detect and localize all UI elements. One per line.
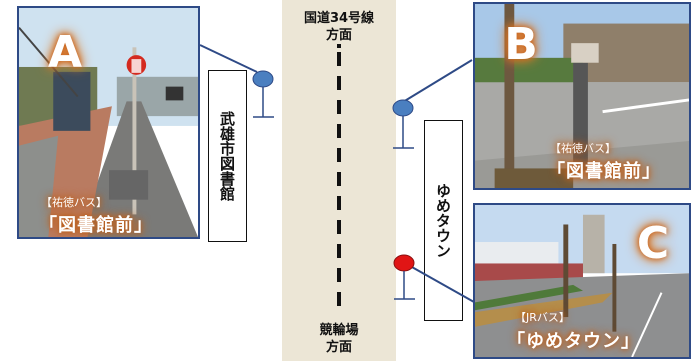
photo-c-scene (475, 205, 689, 357)
bus-stop-b-icon (392, 99, 414, 149)
road-center-line-top (337, 44, 341, 48)
road-center-line (337, 52, 341, 310)
photo-c-stop: 「ゆめタウン」 (507, 331, 640, 352)
south-direction-label: 競輪場 方面 (319, 323, 359, 355)
letter-a: A (47, 27, 83, 78)
bus-stop-c-icon (393, 254, 415, 300)
leader-line-a (199, 44, 258, 73)
photo-a-stop: 「図書館前」 (39, 215, 153, 236)
bus-stop-a-icon (252, 70, 274, 118)
photo-a-operator: 【祐徳バス】 (41, 196, 107, 209)
photo-b-scene (475, 4, 689, 188)
photo-a-scene (19, 8, 198, 237)
photo-b-operator: 【祐徳バス】 (550, 142, 616, 155)
yume-town-label: ゆめタウン (424, 120, 463, 321)
letter-b: B (504, 19, 538, 70)
letter-c: C (636, 218, 670, 269)
leader-line-b (402, 59, 473, 103)
library-label: 武雄市図書館 (208, 70, 247, 242)
north-direction-label: 国道34号線 方面 (303, 11, 375, 43)
photo-c-operator: 【JRバス】 (515, 311, 570, 324)
photo-b: B 【祐徳バス】 「図書館前」 (473, 2, 691, 190)
photo-c: C 【JRバス】 「ゆめタウン」 (473, 203, 691, 359)
photo-b-stop: 「図書館前」 (547, 161, 661, 182)
photo-a: A 【祐徳バス】 「図書館前」 (17, 6, 200, 239)
